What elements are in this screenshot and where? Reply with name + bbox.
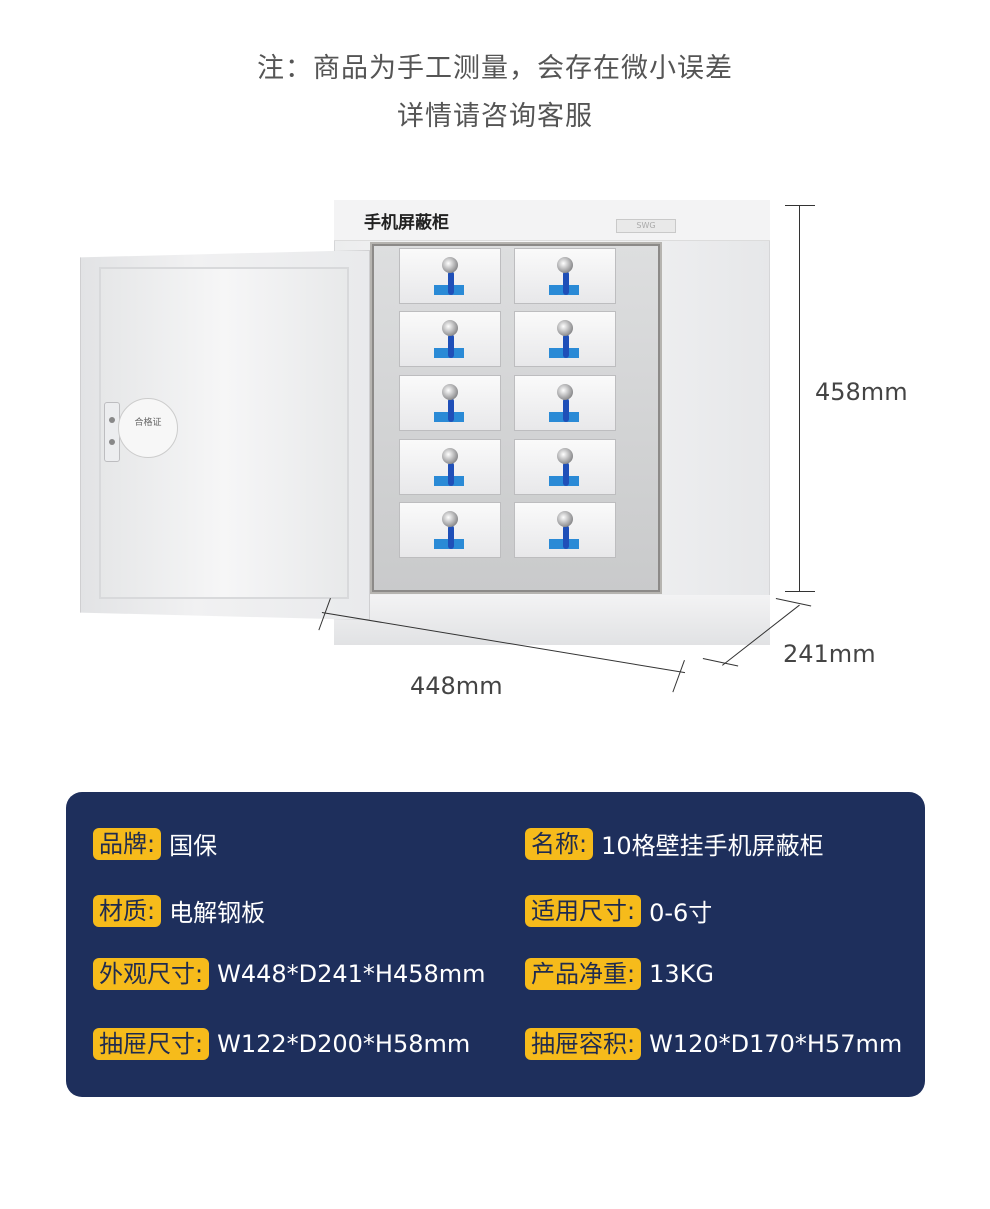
spec-outer-size: 外观尺寸: W448*D241*H458mm [93,958,486,990]
spec-net-weight: 产品净重: 13KG [525,958,714,990]
spec-key: 品牌: [93,827,162,860]
spec-key: 产品净重: [525,958,642,990]
spec-drawer-volume: 抽屉容积: W120*D170*H57mm [525,1028,902,1060]
width-dimension-label: 448mm [410,672,503,700]
lock-icon [442,511,458,527]
width-dimension-tick-right [672,660,685,693]
spec-key: 材质: [93,894,162,927]
drawer [399,311,501,367]
lock-icon [442,257,458,273]
key-icon [448,525,454,549]
spec-material: 材质: 电解钢板 [93,893,265,928]
spec-key: 抽屉尺寸: [93,1028,210,1060]
lock-icon [557,384,573,400]
spec-value: W120*D170*H57mm [649,1030,903,1058]
key-icon [448,271,454,295]
key-icon [563,462,569,486]
spec-brand: 品牌: 国保 [93,826,217,861]
brand-logo: SWG [616,219,676,233]
depth-dimension-label: 241mm [783,640,876,668]
drawer [514,248,616,304]
key-icon [448,462,454,486]
lock-icon [442,320,458,336]
door-panel [99,267,349,599]
drawer [399,439,501,495]
cabinet-label: 手机屏蔽柜 [364,213,449,233]
drawer [514,439,616,495]
key-icon [563,525,569,549]
spec-value: W448*D241*H458mm [217,960,486,988]
key-icon [563,398,569,422]
lock-icon [557,320,573,336]
height-dimension-label: 458mm [815,378,908,406]
spec-name: 名称: 10格壁挂手机屏蔽柜 [525,826,824,861]
drawer [399,502,501,558]
spec-drawer-size: 抽屉尺寸: W122*D200*H58mm [93,1028,470,1060]
key-icon [448,334,454,358]
spec-key: 名称: [525,827,594,860]
spec-key: 外观尺寸: [93,958,210,990]
height-dimension-tick-top [785,205,815,206]
spec-value: 13KG [649,960,714,988]
drawer [514,502,616,558]
notice-line-1: 注：商品为手工测量，会存在微小误差 [257,53,733,84]
notice-line-2: 详情请咨询客服 [397,101,593,132]
drawer [399,375,501,431]
spec-value: 0-6寸 [649,899,713,927]
lock-icon [442,384,458,400]
key-icon [563,271,569,295]
cabinet-door [80,250,370,620]
spec-panel: 品牌: 国保 名称: 10格壁挂手机屏蔽柜 材质: 电解钢板 适用尺寸: 0-6… [66,792,925,1097]
spec-value: 国保 [169,832,218,860]
spec-value: W122*D200*H58mm [217,1030,471,1058]
drawer [514,375,616,431]
key-icon [448,398,454,422]
spec-value: 电解钢板 [169,899,266,927]
key-icon [563,334,569,358]
depth-dimension-tick-right [775,598,812,607]
spec-key: 适用尺寸: [525,894,642,927]
cabinet-base [334,595,770,645]
height-dimension-tick-bottom [785,591,815,592]
lock-icon [557,511,573,527]
depth-dimension-tick-left [702,658,739,667]
drawer [399,248,501,304]
spec-key: 抽屉容积: [525,1028,642,1060]
cabinet-top-strip: 手机屏蔽柜 SWG [334,200,770,241]
height-dimension-line [799,205,800,591]
spec-value: 10格壁挂手机屏蔽柜 [601,832,824,860]
lock-icon [557,448,573,464]
lock-icon [442,448,458,464]
lock-icon [557,257,573,273]
spec-fit-size: 适用尺寸: 0-6寸 [525,893,712,928]
certificate-sticker: 合格证 [118,398,178,458]
drawer [514,311,616,367]
